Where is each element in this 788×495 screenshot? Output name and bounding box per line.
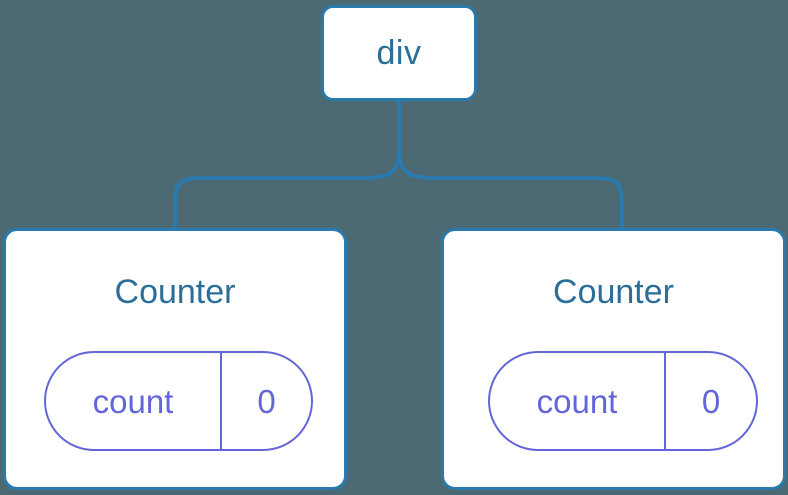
component-card-counter-1[interactable]: Counter count 0 xyxy=(3,228,347,490)
state-key-label: count xyxy=(46,353,222,449)
connector-branch-right xyxy=(397,150,624,232)
state-value-label: 0 xyxy=(257,382,276,420)
connector-branch-left xyxy=(173,150,401,232)
component-title: Counter xyxy=(114,273,236,311)
state-pill-count[interactable]: count 0 xyxy=(44,351,313,451)
component-card-counter-2[interactable]: Counter count 0 xyxy=(441,228,786,490)
state-pill-count[interactable]: count 0 xyxy=(488,351,758,451)
component-title: Counter xyxy=(553,273,674,311)
state-value-label: 0 xyxy=(701,382,721,420)
node-root-label: div xyxy=(376,34,422,72)
node-root-div[interactable]: div xyxy=(321,5,477,101)
state-key-label: count xyxy=(490,353,666,449)
